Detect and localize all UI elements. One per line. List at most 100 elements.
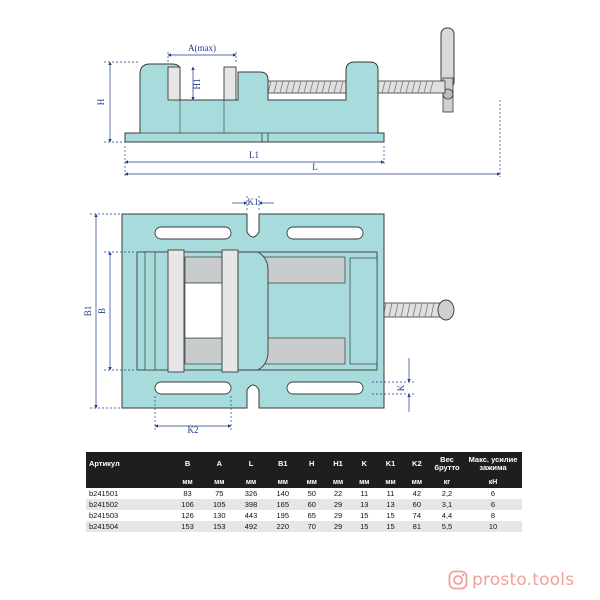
table-cell: 60	[403, 499, 430, 510]
table-row: b241501 83 75 326 140 50 22 11 11 42 2,2…	[86, 488, 522, 499]
dim-label-h1: H1	[192, 79, 202, 90]
unit-cell: мм	[377, 476, 404, 488]
table-cell: 5,5	[430, 521, 464, 532]
table-cell: 4,4	[430, 510, 464, 521]
table-cell: 105	[203, 499, 236, 510]
table-cell: 70	[298, 521, 325, 532]
col-header-clamp-force: Макс. усилие зажима	[464, 452, 522, 476]
table-cell: 42	[403, 488, 430, 499]
table-cell: 220	[266, 521, 299, 532]
cell-article: b241504	[86, 521, 172, 532]
col-header-article: Артикул	[86, 452, 172, 476]
table-cell: 65	[298, 510, 325, 521]
fixed-jaw-plate	[167, 66, 181, 101]
mounting-slots	[154, 226, 364, 395]
unit-cell: кг	[430, 476, 464, 488]
table-cell: 29	[324, 499, 352, 510]
top-fixed-jaw	[167, 249, 185, 373]
table-cell: 13	[351, 499, 378, 510]
table-cell: 126	[171, 510, 204, 521]
table-cell: 2,2	[430, 488, 464, 499]
cell-article: b241502	[86, 499, 172, 510]
table-cell: 140	[266, 488, 299, 499]
top-dimensions	[90, 196, 414, 432]
table-row: b241503 126 130 443 195 65 29 15 15 74 4…	[86, 510, 522, 521]
table-cell: 75	[203, 488, 236, 499]
top-movable-jaw	[221, 249, 239, 373]
table-cell: 15	[351, 521, 378, 532]
col-header-a: A	[203, 452, 236, 476]
dim-label-b1: B1	[83, 306, 93, 317]
table-row: b241504 153 153 492 220 70 29 15 15 81 5…	[86, 521, 522, 532]
unit-cell: мм	[235, 476, 267, 488]
col-header-k2: K2	[403, 452, 430, 476]
table-cell: 50	[298, 488, 325, 499]
table-cell: 15	[377, 521, 404, 532]
col-header-l: L	[235, 452, 267, 476]
unit-cell	[86, 476, 172, 488]
top-view: K1 B1 B K K2	[83, 196, 455, 435]
dim-label-l: L	[312, 162, 318, 172]
movable-jaw-plate	[223, 66, 237, 101]
table-cell: 3,1	[430, 499, 464, 510]
table-cell: 153	[203, 521, 236, 532]
table-cell: 74	[403, 510, 430, 521]
dim-label-h: H	[96, 98, 106, 105]
unit-cell: мм	[298, 476, 325, 488]
table-cell: 13	[377, 499, 404, 510]
table-cell: 130	[203, 510, 236, 521]
col-header-weight: Вес брутто	[430, 452, 464, 476]
unit-cell: мм	[403, 476, 430, 488]
cell-article: b241503	[86, 510, 172, 521]
table-cell: 8	[464, 510, 522, 521]
table-cell: 492	[235, 521, 267, 532]
unit-cell: мм	[171, 476, 204, 488]
watermark-text: prosto.tools	[472, 570, 575, 590]
col-header-b: B	[171, 452, 204, 476]
specifications-table: Артикул B A L B1 H H1 K K1 K2 Вес брутто…	[86, 452, 522, 532]
unit-cell: мм	[266, 476, 299, 488]
unit-cell: мм	[203, 476, 236, 488]
watermark: prosto.tools	[448, 567, 574, 593]
table-cell: 153	[171, 521, 204, 532]
table-cell: 6	[464, 488, 522, 499]
unit-cell: кН	[464, 476, 522, 488]
table-cell: 10	[464, 521, 522, 532]
instagram-icon	[448, 570, 468, 590]
col-header-h1: H1	[324, 452, 352, 476]
table-cell: 81	[403, 521, 430, 532]
table-cell: 60	[298, 499, 325, 510]
table-cell: 22	[324, 488, 352, 499]
dim-label-b: B	[97, 308, 107, 314]
table-cell: 195	[266, 510, 299, 521]
table-cell: 326	[235, 488, 267, 499]
table-cell: 29	[324, 521, 352, 532]
table-units-row: мм мм мм мм мм мм мм мм мм кг кН	[86, 476, 522, 488]
dim-label-k1: K1	[248, 197, 259, 207]
table-cell: 6	[464, 499, 522, 510]
col-header-k: K	[351, 452, 378, 476]
col-header-h: H	[298, 452, 325, 476]
table-row: b241502 106 105 398 165 60 29 13 13 60 3…	[86, 499, 522, 510]
vise-technical-drawing: A(max) H1 H L1 L	[83, 27, 501, 435]
table-cell: 83	[171, 488, 204, 499]
cell-article: b241501	[86, 488, 172, 499]
table-cell: 29	[324, 510, 352, 521]
table-cell: 106	[171, 499, 204, 510]
table-cell: 165	[266, 499, 299, 510]
side-dimensions	[104, 52, 501, 177]
col-header-b1: B1	[266, 452, 299, 476]
dim-label-k2: K2	[188, 425, 199, 435]
table-cell: 443	[235, 510, 267, 521]
side-body	[124, 61, 385, 143]
col-header-k1: K1	[377, 452, 404, 476]
table-cell: 11	[377, 488, 404, 499]
table-cell: 15	[351, 510, 378, 521]
side-view: A(max) H1 H L1 L	[96, 27, 501, 177]
crank-handle	[440, 27, 455, 113]
table-header-row: Артикул B A L B1 H H1 K K1 K2 Вес брутто…	[86, 452, 522, 476]
table-cell: 15	[377, 510, 404, 521]
dim-label-k: K	[396, 384, 406, 391]
dim-label-l1: L1	[249, 150, 259, 160]
unit-cell: мм	[324, 476, 352, 488]
